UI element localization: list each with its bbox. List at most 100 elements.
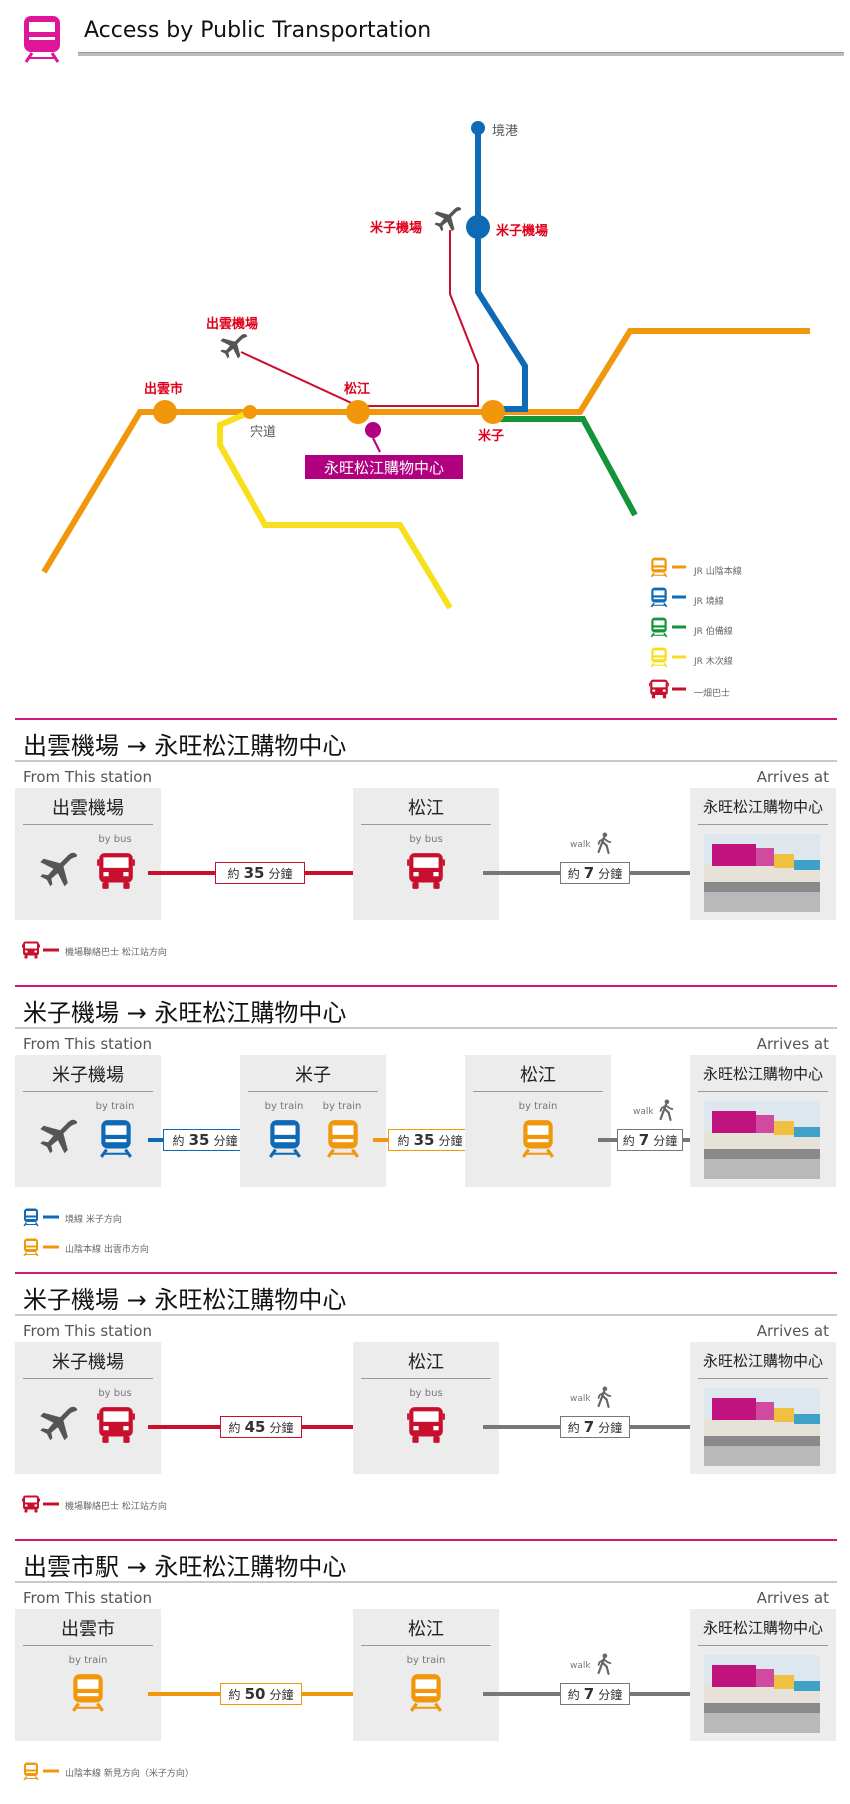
duration-unit: 分鐘 — [598, 1687, 623, 1702]
section-title: 出雲市駅 → 永旺松江購物中心 — [23, 1553, 347, 1581]
walk-icon — [597, 831, 612, 855]
duration-unit: 分鐘 — [268, 866, 293, 881]
yonago-airport-left-label: 米子機場 — [370, 220, 422, 236]
duration-prefix: 約 — [567, 866, 580, 881]
box-divider — [698, 1378, 828, 1379]
start-station-name: 出雲機場 — [52, 798, 124, 819]
izumo-airport-plane-icon — [220, 334, 248, 359]
train-icon — [268, 1118, 302, 1159]
box-divider — [698, 1645, 828, 1646]
mid-station-box: 松江 by train — [465, 1055, 611, 1187]
box-divider — [361, 1378, 491, 1379]
kisuki-line — [217, 409, 453, 610]
from-label: From This station — [23, 1589, 152, 1607]
start-station-box: 出雲機場 by bus — [15, 788, 161, 920]
shinji-station — [243, 405, 257, 419]
section-top-rule — [15, 718, 837, 720]
aeon-label: 永旺松江購物中心 — [324, 459, 444, 477]
mid-station-box: 松江 by train — [353, 1609, 499, 1741]
mode-label: by bus — [98, 1388, 132, 1399]
route-note-text: 山陰本線 新見方向（米子方向） — [65, 1769, 194, 1779]
walk-icon — [597, 1385, 612, 1409]
section-top-rule — [15, 1272, 837, 1274]
duration-value: 35 — [188, 1131, 210, 1149]
destination-box: 永旺松江購物中心 — [690, 1055, 836, 1187]
train-icon — [71, 1672, 105, 1713]
duration-value: 7 — [638, 1131, 650, 1149]
box-divider — [23, 1645, 153, 1646]
route-section-yonago-airport-bus: 米子機場 → 永旺松江購物中心 From This station Arrive… — [15, 1272, 837, 1537]
mode-label: by bus — [409, 834, 443, 845]
mode-label: by train — [68, 1655, 108, 1666]
bus-icon — [22, 1495, 59, 1513]
section-divider — [15, 1314, 837, 1316]
duration-prefix: 約 — [227, 866, 240, 881]
train-icon — [24, 16, 60, 63]
bus-icon — [407, 853, 445, 889]
legend-item-sakai: JR 境線 — [648, 586, 848, 616]
header-divider — [78, 52, 844, 56]
sanin-line — [41, 328, 810, 574]
mall-photo — [704, 1388, 820, 1466]
duration-value: 7 — [583, 864, 595, 882]
section-title: 米子機場 → 永旺松江購物中心 — [23, 1286, 347, 1314]
bus-icon — [97, 853, 135, 889]
mode-label: by train — [406, 1655, 446, 1666]
route-section-izumoshi: 出雲市駅 → 永旺松江購物中心 From This station Arrive… — [15, 1539, 837, 1804]
shinji-label: 宍道 — [250, 425, 276, 440]
yonago-airport-station — [466, 215, 490, 239]
legend-label: 一畑巴士 — [694, 689, 731, 699]
route-note-text: 機場聯絡巴士 松江站方向 — [65, 1502, 167, 1512]
box-divider — [361, 824, 491, 825]
train-icon — [23, 1207, 59, 1227]
matsue-station — [346, 400, 370, 424]
route-note-text: 機場聯絡巴士 松江站方向 — [65, 948, 167, 958]
matsue-label: 松江 — [344, 381, 370, 397]
duration-unit: 分鐘 — [213, 1133, 238, 1148]
duration-unit: 分鐘 — [269, 1687, 294, 1702]
box-divider — [473, 1091, 603, 1092]
train-icon — [521, 1118, 555, 1159]
page-title: Access by Public Transportation — [84, 18, 432, 43]
aeon-marker — [365, 422, 381, 438]
start-station-box: 米子機場 by train — [15, 1055, 161, 1187]
walk-label: walk — [570, 840, 591, 850]
walk-label: walk — [570, 1394, 591, 1404]
box-divider — [361, 1645, 491, 1646]
mid-station-name: 松江 — [408, 1619, 444, 1640]
duration-unit: 分鐘 — [653, 1133, 678, 1148]
bus-icon — [22, 941, 59, 959]
destination-box: 永旺松江購物中心 — [690, 1609, 836, 1741]
box-divider — [23, 1091, 153, 1092]
hakubi-line — [495, 416, 638, 517]
airplane-icon — [40, 1119, 78, 1154]
duration-prefix: 約 — [397, 1133, 410, 1148]
arrives-label: Arrives at — [756, 1035, 829, 1053]
mid-station-name: 松江 — [520, 1065, 556, 1086]
train-icon — [326, 1118, 360, 1159]
start-station-name: 米子機場 — [52, 1352, 124, 1373]
duration-prefix: 約 — [172, 1133, 185, 1148]
train-icon — [99, 1118, 133, 1159]
mode-label: by train — [322, 1101, 362, 1112]
bus-icon — [407, 1407, 445, 1443]
destination-name: 永旺松江購物中心 — [702, 1619, 823, 1637]
section-divider — [15, 760, 837, 762]
route-section-yonago-airport-train: 米子機場 → 永旺松江購物中心 From This station Arrive… — [15, 985, 837, 1257]
box-divider — [23, 1378, 153, 1379]
train-icon — [650, 556, 686, 578]
mid-station-name: 松江 — [408, 798, 444, 819]
bus-icon — [649, 679, 686, 699]
legend-label: JR 木次線 — [694, 657, 733, 667]
sakai-line — [475, 130, 528, 412]
from-label: From This station — [23, 1035, 152, 1053]
sakaiminato-label: 境港 — [492, 124, 518, 139]
mode-label: by train — [518, 1101, 558, 1112]
train-icon — [650, 646, 686, 668]
duration-prefix: 約 — [567, 1687, 580, 1702]
